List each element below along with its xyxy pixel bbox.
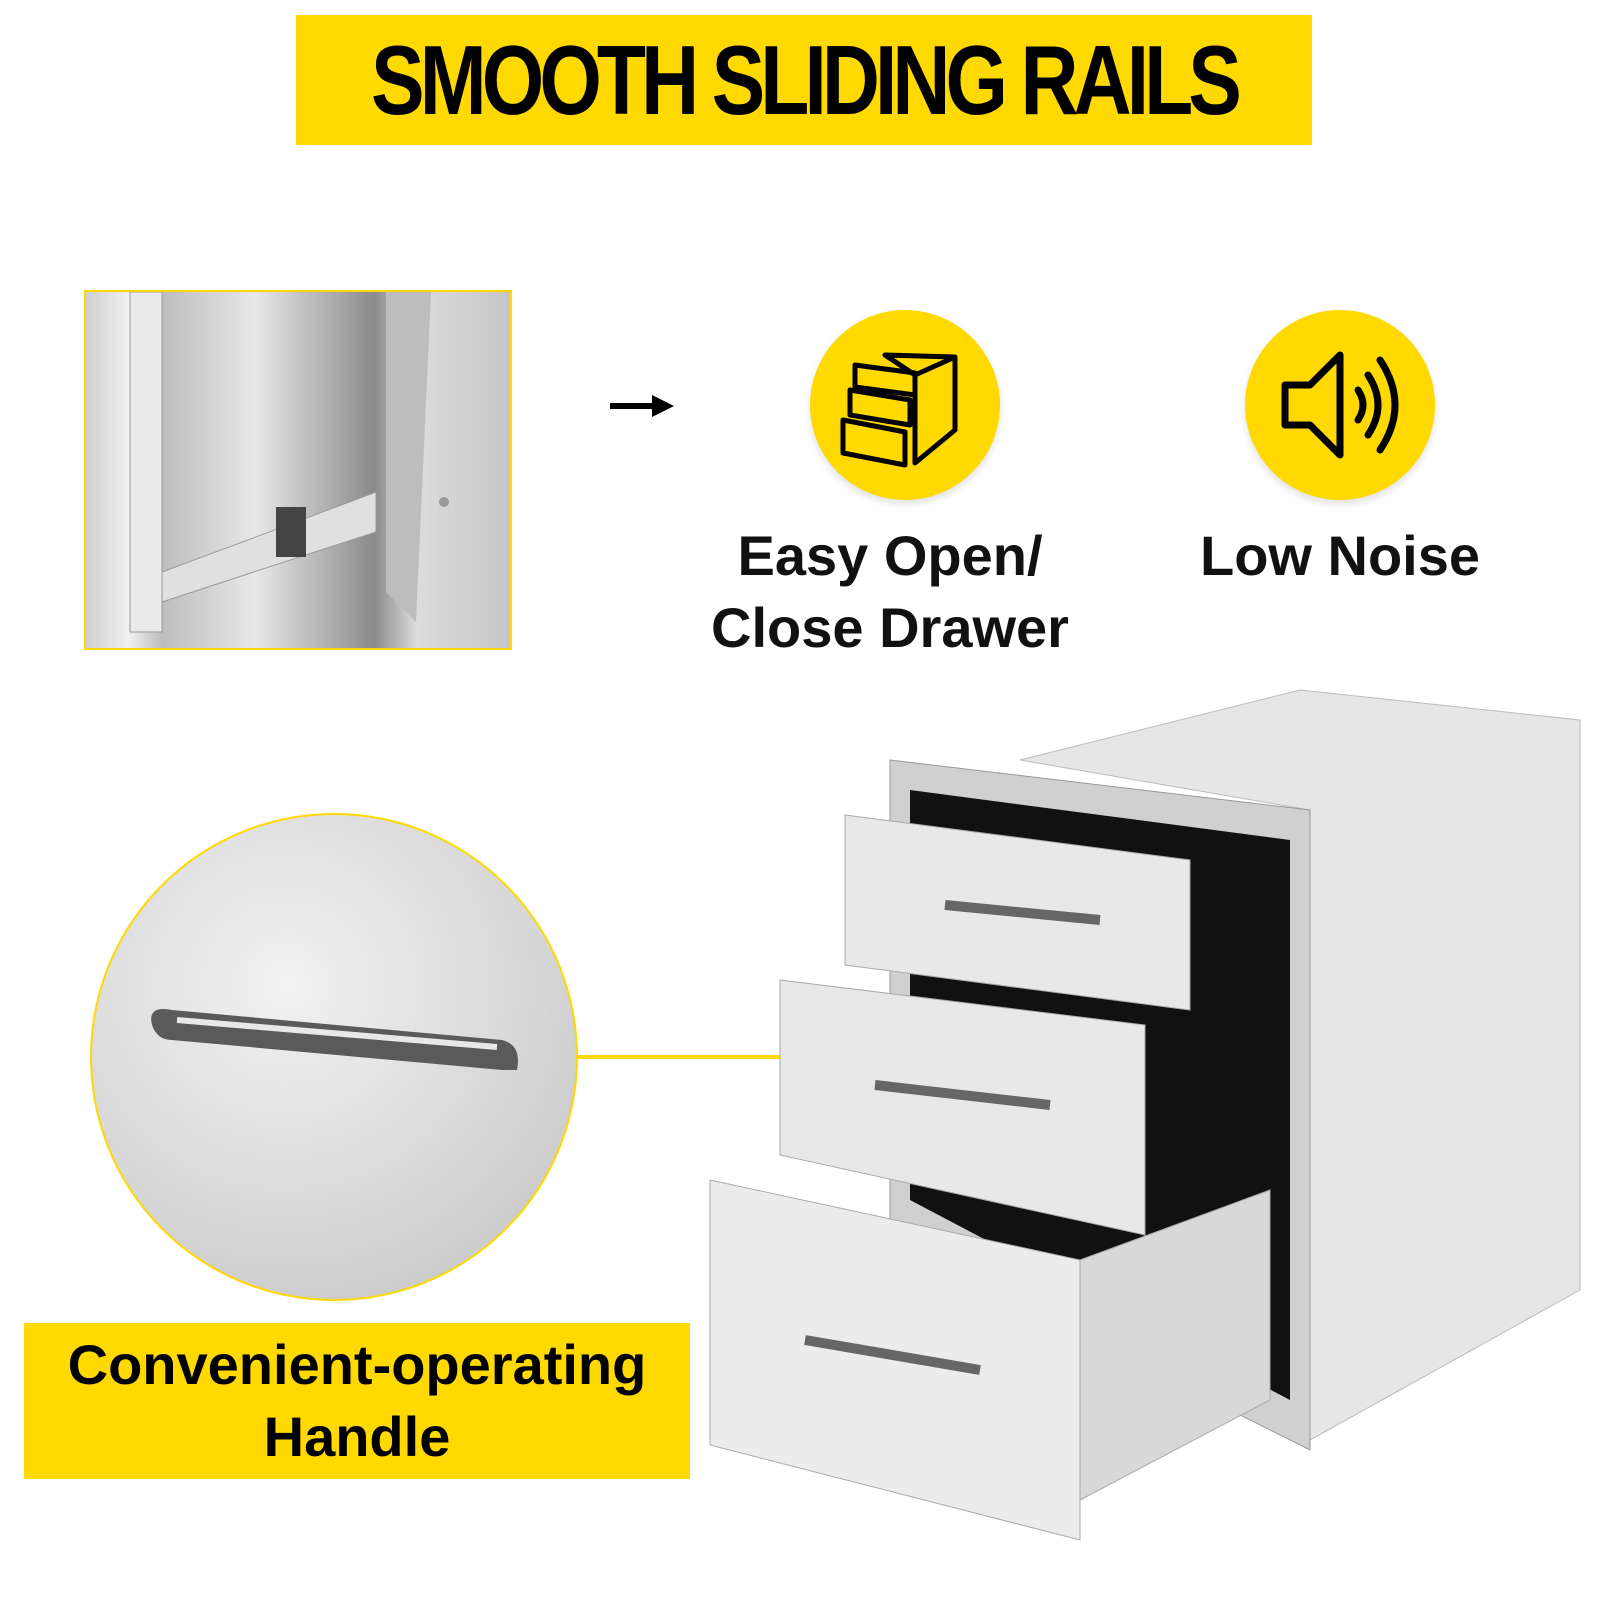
- feature-label-line: Easy Open/: [737, 524, 1043, 587]
- feature-label-line: Close Drawer: [711, 596, 1069, 659]
- sliding-rail-illustration: [129, 292, 449, 633]
- title: SMOOTH SLIDING RAILS: [371, 24, 1242, 135]
- arrow-right-icon: [610, 395, 674, 417]
- title-banner: SMOOTH SLIDING RAILS: [296, 15, 1312, 145]
- feature-label-low-noise: Low Noise: [1160, 520, 1520, 592]
- handle-illustration: [151, 1009, 518, 1070]
- handle-closeup: [90, 813, 578, 1301]
- callout-line1: Convenient-operating: [67, 1333, 647, 1396]
- speaker-volume-icon: [1245, 310, 1435, 500]
- drawer-unit-photo: [700, 680, 1600, 1580]
- drawer-cabinet-icon: [810, 310, 1000, 500]
- callout-line2: Handle: [263, 1405, 451, 1468]
- triple-drawer-illustration: [709, 689, 1581, 1541]
- feature-label-easy-open: Easy Open/ Close Drawer: [690, 520, 1090, 664]
- feature-label-line: Low Noise: [1199, 524, 1481, 587]
- rail-detail-photo: [84, 290, 512, 650]
- handle-callout: Convenient-operating Handle: [24, 1323, 690, 1479]
